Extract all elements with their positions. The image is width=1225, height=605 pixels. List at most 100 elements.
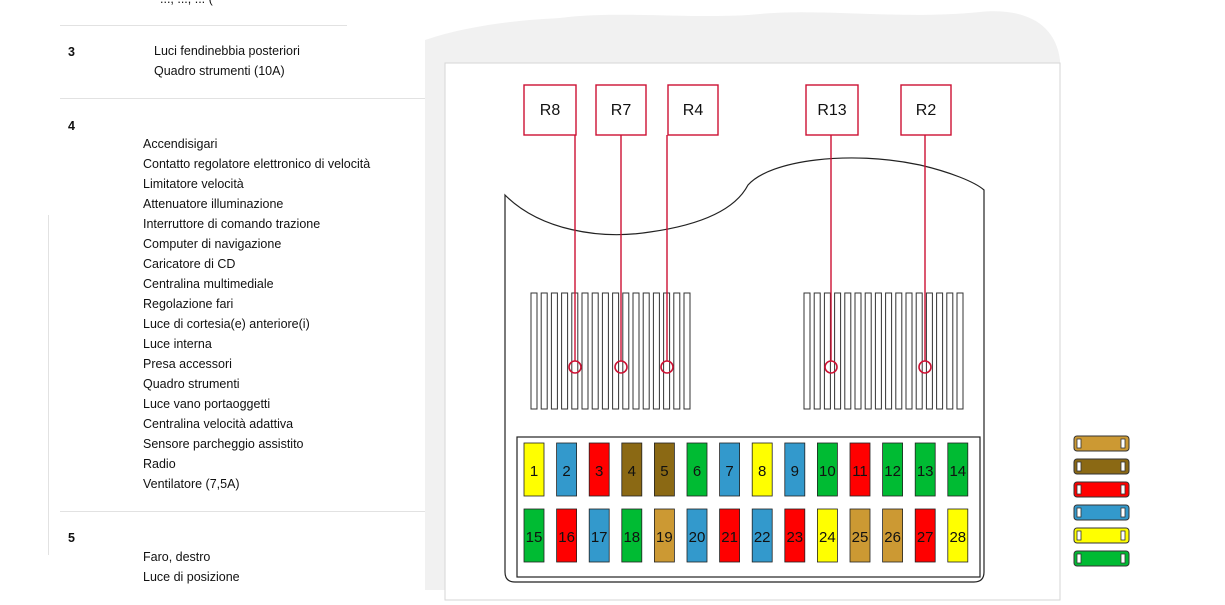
fuse-5 [654, 442, 675, 497]
fuse-number-label: 7 [725, 463, 733, 480]
relay-box [900, 84, 952, 136]
grill-slot [956, 292, 964, 410]
list-item: Computer di navigazione [143, 237, 282, 251]
fuse-19 [654, 508, 675, 563]
grill-slot [642, 292, 650, 410]
divider [60, 511, 425, 512]
fuse-number-label: 14 [949, 463, 966, 480]
list-item: Luci fendinebbia posteriori [154, 44, 300, 58]
legend-fuse-pin [1120, 484, 1126, 495]
fuse-number-label: 8 [758, 463, 766, 480]
fuse-number-label: 1 [530, 463, 538, 480]
grill-slot [844, 292, 852, 410]
fuse-number-label: 26 [884, 529, 901, 546]
fuse-13 [914, 442, 936, 497]
fuse-number-label: 3 [595, 463, 603, 480]
relay-marker [614, 360, 628, 374]
grill-slot [936, 292, 944, 410]
list-item: ..., ..., ... ( [160, 0, 213, 6]
fuse-number-label: 20 [689, 529, 706, 546]
fuse-24 [817, 508, 838, 563]
grill-slot [622, 292, 630, 410]
list-item: Centralina multimediale [143, 277, 274, 291]
fuse-number-label: 25 [852, 529, 869, 546]
list-item: Presa accessori [143, 357, 232, 371]
grill-slot [874, 292, 882, 410]
fuse-number-label: 10 [819, 463, 836, 480]
fuse-6 [686, 442, 708, 497]
fuse-panel [516, 436, 981, 578]
legend-fuse-pin [1120, 553, 1126, 564]
list-item: Attenuatore illuminazione [143, 197, 284, 211]
list-item: Ventilatore (7,5A) [143, 477, 240, 491]
fuse-description-list: ..., ..., ... ( 3 Luci fendinebbia poste… [0, 0, 430, 605]
fuse-number-label: 28 [949, 529, 966, 546]
list-item: Quadro strumenti [143, 377, 240, 391]
legend-fuse-pin [1120, 461, 1126, 472]
fuse-12 [882, 442, 903, 497]
list-item: Caricatore di CD [143, 257, 236, 271]
list-item: Radio [143, 457, 176, 471]
legend-fuse-pin [1120, 438, 1126, 449]
list-item: Centralina velocità adattiva [143, 417, 294, 431]
relay-box [523, 84, 577, 136]
grill-slot [885, 292, 893, 410]
grill-slot [530, 292, 538, 410]
grill-slot [946, 292, 954, 410]
legend-fuse-swatch [1073, 527, 1130, 544]
legend-fuse-pin [1120, 530, 1126, 541]
fuse-15 [523, 508, 545, 563]
fuse-21 [719, 508, 740, 563]
relay-box [667, 84, 719, 136]
grill-slot [854, 292, 862, 410]
divider [60, 25, 347, 26]
grill-slot [673, 292, 681, 410]
legend-fuse-pin [1076, 438, 1082, 449]
legend-fuse-pin [1076, 530, 1082, 541]
grill-slot [905, 292, 913, 410]
fuse-7 [719, 442, 740, 497]
relay-label: R4 [683, 102, 704, 119]
legend-fuse-swatch [1073, 458, 1130, 475]
grill-slot [803, 292, 811, 410]
legend-fuse-pin [1076, 507, 1082, 518]
list-item: Accendisigari [143, 137, 218, 151]
fuse-23 [784, 508, 806, 563]
fuse-color-legend [1073, 435, 1130, 567]
divider [60, 98, 425, 99]
fuse-10 [817, 442, 838, 497]
list-item: Luce interna [143, 337, 212, 351]
fuse-number-label: 18 [623, 529, 640, 546]
grill-slot [652, 292, 660, 410]
legend-fuse-pin [1076, 484, 1082, 495]
fuse-number-label: 13 [917, 463, 934, 480]
legend-fuse-swatch [1073, 435, 1130, 452]
fuse-number-label: 27 [917, 529, 934, 546]
relay-box [595, 84, 647, 136]
legend-fuse-swatch [1073, 481, 1130, 498]
grill-slot [915, 292, 923, 410]
list-item: Luce di posizione [143, 570, 240, 584]
legend-fuse-pin [1120, 507, 1126, 518]
grill-slot [925, 292, 933, 410]
fuse-number-label: 5 [660, 463, 668, 480]
fuse-14 [947, 442, 969, 497]
grill-slot [834, 292, 842, 410]
fuse-16 [556, 508, 577, 563]
fuse-number-label: 2 [562, 463, 570, 480]
grill-slot [561, 292, 569, 410]
fuse-number-label: 21 [721, 529, 738, 546]
fuse-number-label: 19 [656, 529, 673, 546]
fuse-number-label: 22 [754, 529, 771, 546]
fuse-1 [523, 442, 545, 497]
legend-fuse-swatch [1073, 550, 1130, 567]
grill-slot [581, 292, 589, 410]
grill-slot [813, 292, 821, 410]
fuse-number-label: 24 [819, 529, 836, 546]
grill-slot [601, 292, 609, 410]
grill-slot [612, 292, 620, 410]
grill-slot [864, 292, 872, 410]
fuse-number-label: 4 [628, 463, 636, 480]
fuse-20 [686, 508, 708, 563]
